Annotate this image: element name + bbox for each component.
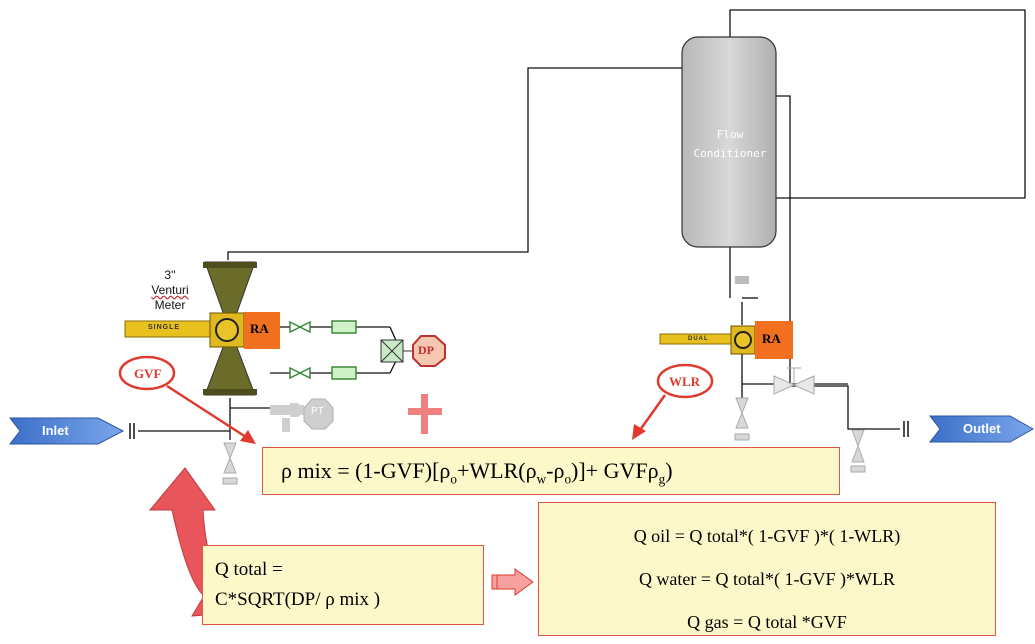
flow-conditioner-label: Flow Conditioner xyxy=(672,125,788,163)
outlet-label: Outlet xyxy=(963,421,1001,436)
plus-sign xyxy=(408,394,442,434)
dual-hub-ring xyxy=(734,331,752,349)
ra-label-2: RA xyxy=(762,331,781,346)
ra-box-1 xyxy=(244,312,280,349)
wlr-oval xyxy=(656,363,714,399)
venturi-line2: Venturi xyxy=(151,283,189,297)
gvf-oval xyxy=(118,355,176,391)
single-label: SINGLE xyxy=(148,324,181,331)
flow-conditioner-vessel xyxy=(681,36,777,248)
venturi-line1: 3'' xyxy=(164,268,176,282)
flange-marks xyxy=(129,421,909,439)
vertical-valves xyxy=(222,397,866,485)
bowtie-valve xyxy=(773,367,815,395)
rho-p3: -ρ xyxy=(546,458,565,483)
rho-s1: o xyxy=(450,471,457,487)
q-components-formula-box: Q oil = Q total*( 1-GVF )*( 1-WLR) Q wat… xyxy=(538,502,996,636)
ra-label-1: RA xyxy=(250,321,269,336)
dp-transmitter xyxy=(412,335,446,367)
right-arrow-small xyxy=(491,568,534,596)
q-oil-formula: Q oil = Q total*( 1-GVF )*( 1-WLR) xyxy=(633,526,901,546)
fc-line1: Flow xyxy=(716,128,744,141)
q-total-line2: C*SQRT(DP/ ρ mix ) xyxy=(215,589,381,610)
q-total-formula-box: Q total = C*SQRT(DP/ ρ mix ) xyxy=(202,545,484,625)
dp-label: DP xyxy=(418,343,434,357)
ra-box-2 xyxy=(755,321,793,359)
top-gray-cap xyxy=(735,276,749,284)
rho-mix-formula-box: ρ mix = (1-GVF)[ρo+WLR(ρw-ρo)]+ GVFρg) xyxy=(262,447,840,495)
rho-p1: ρ mix = (1-GVF)[ρ xyxy=(281,458,451,483)
rho-s3: o xyxy=(564,471,572,487)
rho-p2: +WLR(ρ xyxy=(457,458,537,483)
rho-s4: g xyxy=(658,471,666,487)
venturi-line3: Meter xyxy=(154,298,186,312)
venturi-meter-body xyxy=(203,261,257,396)
dual-label: DUAL xyxy=(688,336,709,342)
rho-s2: w xyxy=(536,471,547,487)
venturi-label: 3'' Venturi Meter xyxy=(140,268,200,313)
q-water-formula: Q water = Q total*( 1-GVF )*WLR xyxy=(638,569,896,589)
pt-transmitter-group xyxy=(270,398,334,432)
impulse-valves xyxy=(289,320,357,380)
fc-line2: Conditioner xyxy=(693,147,767,160)
pointer-arrows xyxy=(166,384,667,444)
venturi-hub-ring xyxy=(215,318,239,342)
wlr-label: WLR xyxy=(669,374,701,389)
rho-p4: )]+ GVFρ xyxy=(571,458,659,483)
pt-label: PT xyxy=(311,406,324,417)
inlet-label: Inlet xyxy=(42,423,69,438)
gvf-label: GVF xyxy=(134,366,162,381)
q-total-line1: Q total = xyxy=(215,559,283,580)
pipe-lines xyxy=(138,9,1026,440)
q-gas-formula: Q gas = Q total *GVF xyxy=(687,612,847,632)
outlet-arrow xyxy=(928,415,1035,443)
inlet-arrow xyxy=(8,417,125,445)
rho-p5: ) xyxy=(665,458,673,483)
